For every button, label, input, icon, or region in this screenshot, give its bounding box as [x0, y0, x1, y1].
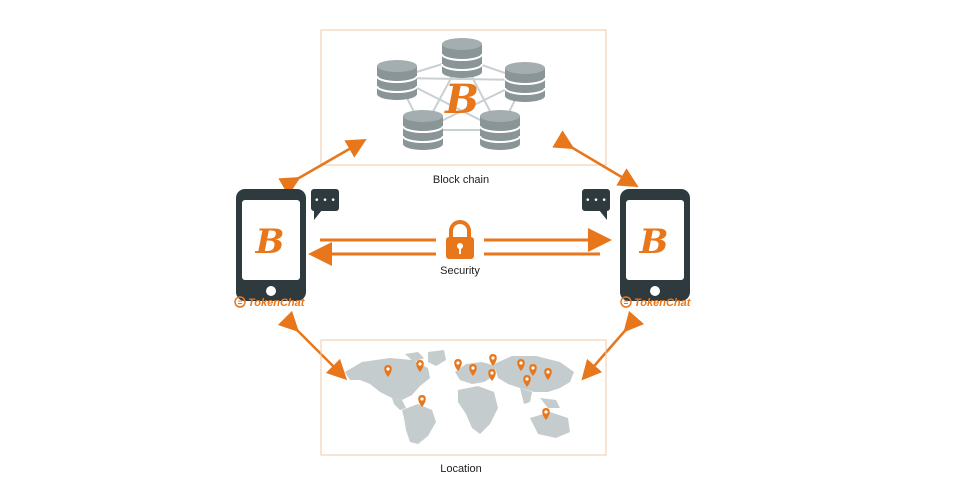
location-frame: [320, 339, 607, 456]
left-chat-bubble: • • •: [311, 189, 339, 220]
blockchain-frame: [320, 29, 607, 166]
left-brand-logo: TokenChat: [234, 296, 306, 309]
bubble-dots: • • •: [314, 196, 336, 206]
brand-name: TokenChat: [634, 297, 692, 309]
database-icon: [376, 59, 418, 101]
phone-screen: [626, 200, 684, 280]
arrow-left-phone-to-location: [277, 310, 348, 381]
left-phone: B: [236, 189, 306, 301]
arrows: [277, 130, 645, 381]
security-channel: Security: [308, 220, 612, 277]
lock-icon: [446, 220, 474, 259]
chat-bubble-icon: [582, 189, 610, 211]
tokenchat-logo-icon: [620, 296, 632, 308]
chat-bubble-icon: [311, 189, 339, 211]
map-pin-icon: [488, 369, 496, 381]
bitcoin-icon: B: [255, 222, 285, 262]
right-brand-logo: TokenChat: [620, 296, 692, 309]
arrow-left-phone-to-blockchain: [278, 139, 367, 196]
right-chat-bubble: • • •: [582, 189, 610, 220]
database-icon: [504, 61, 546, 103]
bubble-dots: • • •: [585, 196, 607, 206]
brand-name: TokenChat: [248, 297, 306, 309]
arrow-right-phone-to-location: [581, 310, 645, 381]
database-icon: [402, 109, 444, 151]
tokenchat-logo-icon: [234, 296, 246, 308]
phone-screen: [242, 200, 300, 280]
database-icon: [441, 37, 483, 79]
arrow-right-phone-to-blockchain: [552, 130, 639, 188]
location-label: Location: [440, 463, 482, 475]
blockchain-label: Block chain: [433, 174, 489, 186]
bitcoin-icon: B: [444, 76, 479, 123]
phone-home-button: [650, 286, 660, 296]
bitcoin-icon: B: [639, 222, 669, 262]
phone-home-button: [266, 286, 276, 296]
security-label: Security: [440, 265, 480, 277]
database-icon: [479, 109, 521, 151]
right-phone: B: [620, 189, 690, 301]
